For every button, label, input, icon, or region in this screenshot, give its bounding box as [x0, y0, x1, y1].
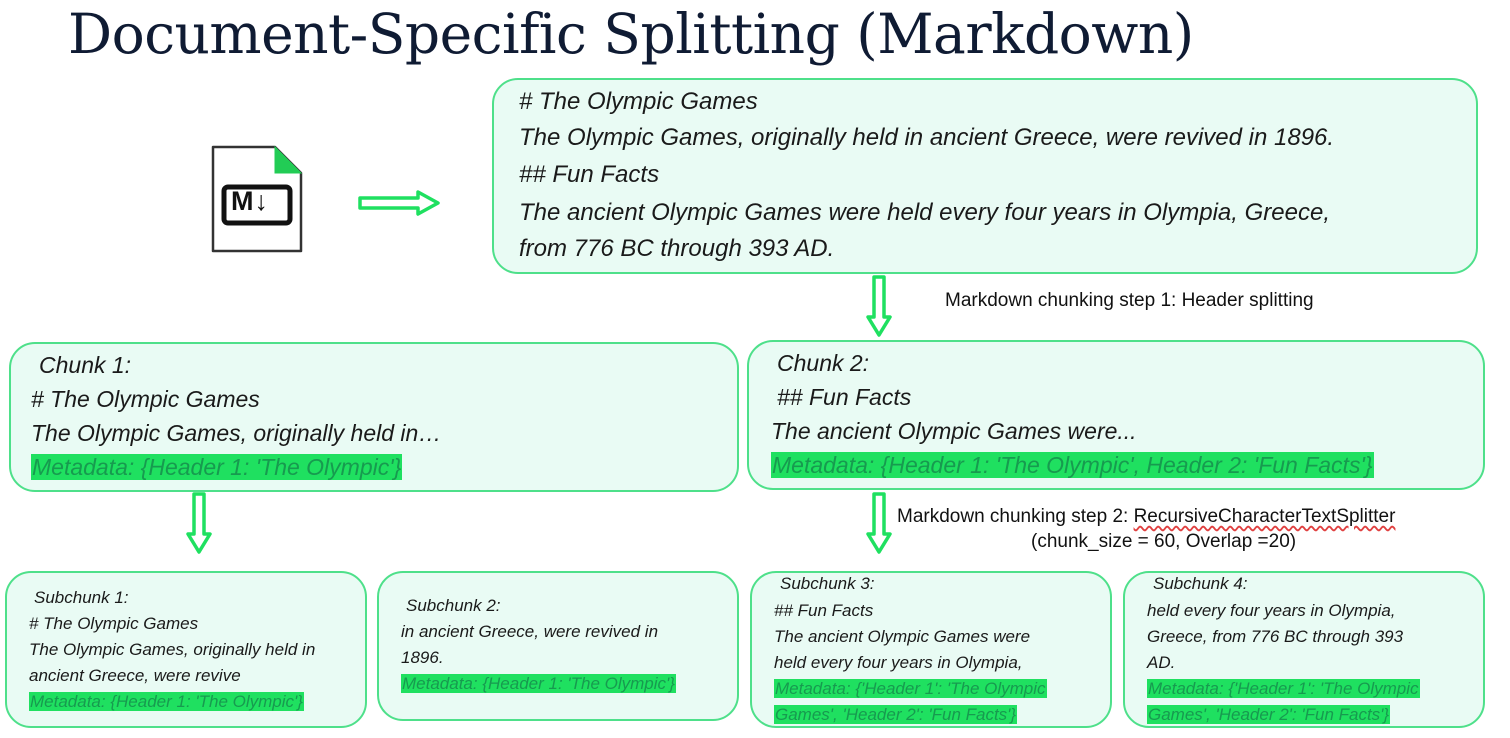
- subchunk-label: Subchunk 4:: [1153, 574, 1248, 593]
- chunk-line: # The Olympic Games: [31, 386, 260, 412]
- subchunk-metadata: Games', 'Header 2': 'Fun Facts'}: [1147, 705, 1391, 725]
- chunk-line: The Olympic Games, originally held in…: [31, 420, 442, 446]
- right-arrow: [358, 190, 440, 216]
- subchunk-metadata: Games', 'Header 2': 'Fun Facts'}: [774, 705, 1018, 725]
- metadata-highlight: Metadata: {'Header 1': 'The Olympic: [774, 679, 1047, 698]
- source-line: from 776 BC through 393 AD.: [519, 235, 835, 262]
- subchunk-line: held every four years in Olympia,: [774, 653, 1023, 672]
- subchunk-line: Greece, from 776 BC through 393: [1147, 627, 1404, 646]
- chunk-label: Chunk 2:: [777, 350, 870, 376]
- page-title: Document-Specific Splitting (Markdown): [68, 2, 1194, 66]
- subchunk-line: held every four years in Olympia,: [1147, 601, 1396, 620]
- source-document-box: # The Olympic Games The Olympic Games, o…: [492, 78, 1478, 274]
- source-line: # The Olympic Games: [519, 88, 758, 115]
- subchunk-label: Subchunk 3:: [780, 574, 875, 593]
- subchunk-metadata: Metadata: {Header 1: 'The Olympic'}: [29, 692, 304, 712]
- subchunk-line: The ancient Olympic Games were: [774, 627, 1031, 646]
- markdown-file-icon: [211, 145, 303, 253]
- chunk-label: Chunk 1:: [39, 352, 132, 378]
- subchunk-box-3: Subchunk 3: ## Fun Facts The ancient Oly…: [750, 571, 1112, 728]
- chunk-metadata: Metadata: {Header 1: 'The Olympic'}: [31, 454, 403, 481]
- subchunk-line: ancient Greece, were revive: [29, 666, 241, 685]
- subchunk-label: Subchunk 2:: [406, 596, 501, 615]
- metadata-highlight: Metadata: {Header 1: 'The Olympic'}: [31, 454, 403, 480]
- step1-label: Markdown chunking step 1: Header splitti…: [945, 290, 1314, 311]
- chunk-box-2: Chunk 2: ## Fun Facts The ancient Olympi…: [747, 340, 1485, 490]
- subchunk-box-4: Subchunk 4: held every four years in Oly…: [1123, 571, 1485, 728]
- down-arrow-step1: [866, 275, 892, 337]
- step2-prefix: Markdown chunking step 2:: [897, 506, 1134, 527]
- chunk-box-1: Chunk 1: # The Olympic Games The Olympic…: [9, 342, 739, 492]
- down-arrow-chunk1: [186, 492, 212, 554]
- subchunk-label: Subchunk 1:: [34, 588, 129, 607]
- metadata-highlight: Metadata: {Header 1: 'The Olympic'}: [401, 674, 676, 693]
- subchunk-box-2: Subchunk 2: in ancient Greece, were revi…: [377, 571, 739, 721]
- subchunk-line: # The Olympic Games: [29, 614, 199, 633]
- source-line: The ancient Olympic Games were held ever…: [519, 199, 1330, 226]
- metadata-highlight: Metadata: {'Header 1': 'The Olympic: [1147, 679, 1420, 698]
- step2-label: Markdown chunking step 2: RecursiveChara…: [897, 506, 1395, 528]
- markdown-logo-text: M↓: [231, 186, 269, 216]
- splitter-name: RecursiveCharacterTextSplitter: [1133, 506, 1396, 527]
- subchunk-line: ## Fun Facts: [774, 601, 874, 620]
- source-line: The Olympic Games, originally held in an…: [519, 124, 1335, 151]
- subchunk-metadata: Metadata: {'Header 1': 'The Olympic: [774, 679, 1047, 699]
- metadata-highlight: Games', 'Header 2': 'Fun Facts'}: [774, 705, 1018, 724]
- subchunk-line: in ancient Greece, were revived in: [401, 622, 659, 641]
- source-line: ## Fun Facts: [519, 161, 660, 188]
- subchunk-line: 1896.: [401, 648, 444, 667]
- subchunk-line: The Olympic Games, originally held in: [29, 640, 316, 659]
- chunk-line: ## Fun Facts: [777, 384, 912, 410]
- subchunk-metadata: Metadata: {'Header 1': 'The Olympic: [1147, 679, 1420, 699]
- chunk-line: The ancient Olympic Games were...: [771, 418, 1137, 444]
- metadata-highlight: Metadata: {Header 1: 'The Olympic'}: [29, 692, 304, 711]
- down-arrow-chunk2: [866, 492, 892, 554]
- metadata-highlight: Games', 'Header 2': 'Fun Facts'}: [1147, 705, 1391, 724]
- metadata-highlight: Metadata: {Header 1: 'The Olympic', Head…: [771, 452, 1374, 478]
- subchunk-box-1: Subchunk 1: # The Olympic Games The Olym…: [5, 571, 367, 728]
- subchunk-metadata: Metadata: {Header 1: 'The Olympic'}: [401, 674, 676, 694]
- step2-params: (chunk_size = 60, Overlap =20): [1031, 531, 1297, 552]
- chunk-metadata: Metadata: {Header 1: 'The Olympic', Head…: [771, 452, 1374, 479]
- subchunk-line: AD.: [1147, 653, 1176, 672]
